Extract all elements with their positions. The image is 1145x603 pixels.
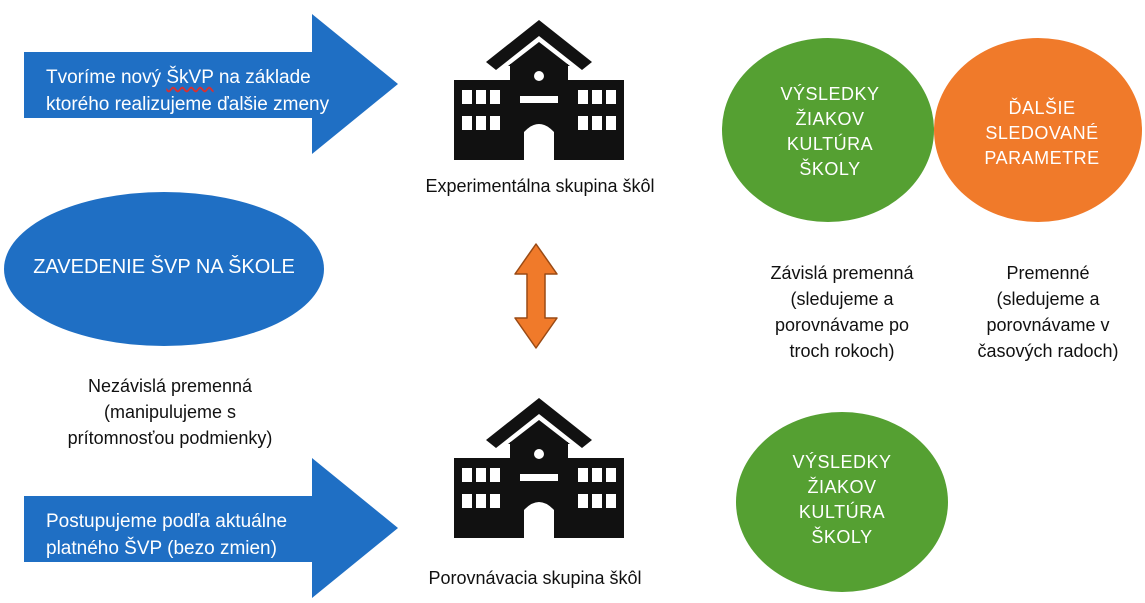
dependent-variable-circles <box>722 38 1142 222</box>
green-circle-top-label: VÝSLEDKY ŽIAKOV KULTÚRA ŠKOLY <box>780 84 880 179</box>
comparison-outcome-circle <box>736 412 948 592</box>
top-blue-arrow <box>24 14 398 154</box>
independent-ellipse-label: ZAVEDENIE ŠVP NA ŠKOLE <box>33 256 295 278</box>
independent-variable-ellipse <box>4 192 324 346</box>
double-arrow-icon <box>514 243 558 349</box>
independent-variable-caption: Nezávislá premenná (manipulujeme s príto… <box>67 376 273 448</box>
dependent-variable-caption: Závislá premenná (sledujeme a porovnávam… <box>770 263 914 361</box>
bottom-blue-arrow <box>24 458 398 598</box>
orange-circle-label: ĎALŠIE SLEDOVANÉ PARAMETRE <box>984 98 1100 168</box>
bottom-arrow-text: Postupujeme podľa aktuálne platného ŠVP … <box>46 511 288 559</box>
top-arrow-text: Tvoríme nový ŠkVP na základe ktorého rea… <box>46 67 330 115</box>
comparison-group-label: Porovnávacia skupina škôl <box>428 568 642 588</box>
skvp-term: ŠkVP <box>166 67 214 88</box>
experimental-group-label: Experimentálna skupina škôl <box>425 176 655 196</box>
school-building-icon <box>454 398 624 538</box>
green-circle-bottom-label: VÝSLEDKY ŽIAKOV KULTÚRA ŠKOLY <box>792 452 892 547</box>
school-building-icon <box>454 20 624 160</box>
other-variables-caption: Premenné (sledujeme a porovnávame v časo… <box>977 263 1119 361</box>
